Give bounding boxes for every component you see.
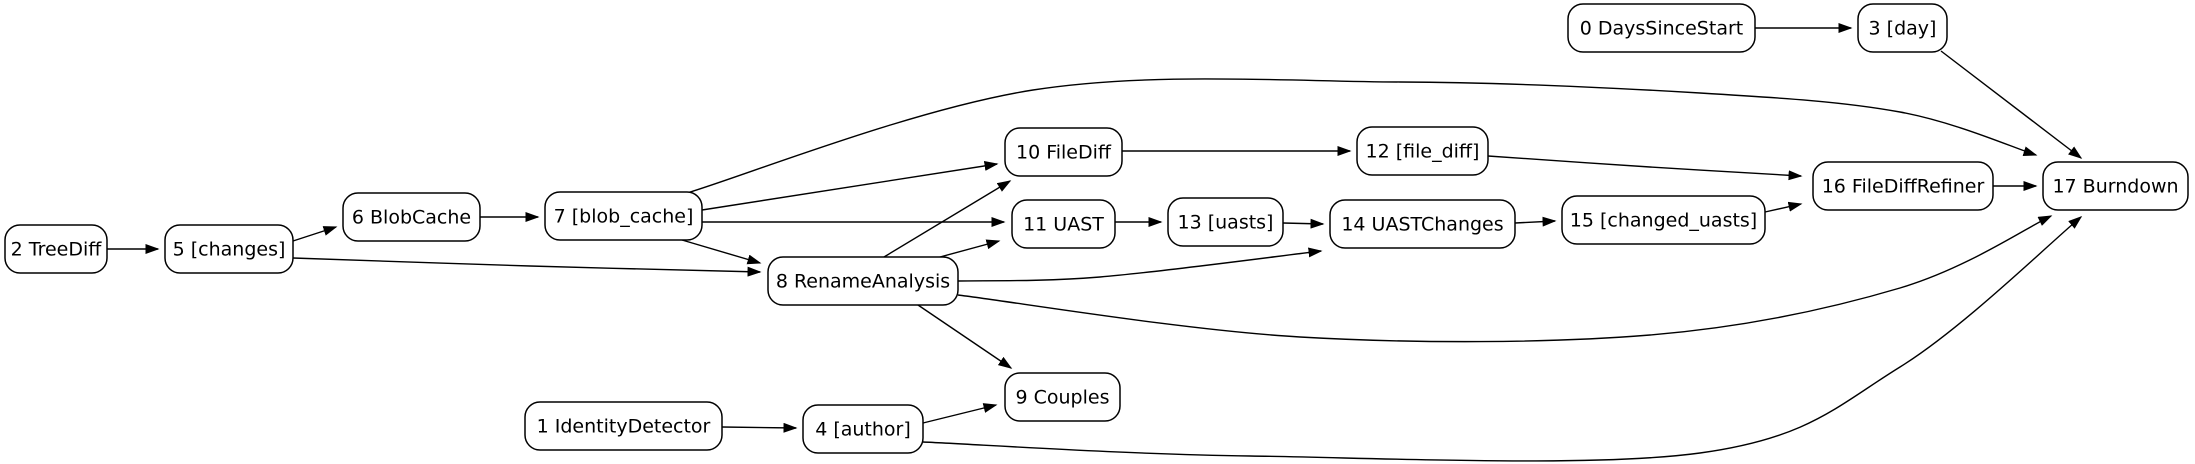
graph-node-box xyxy=(1004,127,1123,177)
graph-node-7: 7 [blob_cache] xyxy=(544,191,703,241)
graph-node-box xyxy=(4,224,108,274)
graph-node-label: 7 [blob_cache] xyxy=(554,206,694,228)
graph-node-label: 14 UASTChanges xyxy=(1341,214,1503,236)
graph-node-label: 16 FileDiffRefiner xyxy=(1822,176,1985,198)
edge-4-17 xyxy=(922,216,2083,462)
graph-node-label: 15 [changed_uasts] xyxy=(1570,210,1757,232)
graph-node-label: 11 UAST xyxy=(1023,214,1104,236)
graph-node-box xyxy=(1812,161,1994,211)
graph-node-box xyxy=(1857,3,1948,53)
graph-node-label: 8 RenameAnalysis xyxy=(776,271,950,293)
graph-node-12: 12 [file_diff] xyxy=(1356,126,1489,176)
graph-node-1: 1 IdentityDetector xyxy=(524,401,723,451)
graph-node-box xyxy=(1329,199,1516,249)
graph-node-box xyxy=(342,192,481,242)
edge-8-11 xyxy=(939,239,1001,258)
graph-node-box xyxy=(1561,195,1766,245)
graph-node-box xyxy=(767,256,959,306)
graph-node-4: 4 [author] xyxy=(802,404,924,454)
graph-node-label: 10 FileDiff xyxy=(1016,142,1112,164)
graph-node-label: 9 Couples xyxy=(1016,387,1110,409)
graph-node-box xyxy=(544,191,703,241)
graph-node-label: 5 [changes] xyxy=(173,239,286,261)
graph-node-3: 3 [day] xyxy=(1857,3,1948,53)
graph-node-label: 2 TreeDiff xyxy=(11,239,103,261)
edge-3-17 xyxy=(1940,50,2083,159)
edge-15-16 xyxy=(1764,201,1803,213)
edge-5-8 xyxy=(292,257,762,277)
graph-node-label: 3 [day] xyxy=(1869,18,1937,40)
graph-node-0: 0 DaysSinceStart xyxy=(1567,3,1756,53)
graph-node-box xyxy=(1004,372,1121,422)
edge-8-9 xyxy=(917,304,1013,369)
graph-node-5: 5 [changes] xyxy=(164,224,294,274)
edge-13-14 xyxy=(1282,218,1325,229)
edge-8-10 xyxy=(883,180,1012,258)
graph-node-label: 17 Burndown xyxy=(2052,176,2178,198)
nodes-layer: 0 DaysSinceStart 3 [day] 2 TreeDiff 5 [chan… xyxy=(4,3,2189,454)
graph-node-box xyxy=(2042,161,2189,211)
edge-7-10 xyxy=(701,160,999,211)
graph-node-16: 16 FileDiffRefiner xyxy=(1812,161,1994,211)
edge-7-8 xyxy=(681,239,762,265)
graph-node-box xyxy=(1011,199,1116,249)
graph-node-6: 6 BlobCache xyxy=(342,192,481,242)
graph-node-11: 11 UAST xyxy=(1011,199,1116,249)
edge-8-14 xyxy=(957,247,1323,282)
edge-4-9 xyxy=(922,403,998,424)
graph-node-box xyxy=(1356,126,1489,176)
edge-1-4 xyxy=(721,422,798,433)
graph-node-15: 15 [changed_uasts] xyxy=(1561,195,1766,245)
graph-node-13: 13 [uasts] xyxy=(1167,197,1284,247)
graph-node-2: 2 TreeDiff xyxy=(4,224,108,274)
edge-14-15 xyxy=(1514,216,1557,227)
edges-layer xyxy=(107,23,2083,462)
edge-7-17 xyxy=(686,78,2038,194)
graph-node-label: 1 IdentityDetector xyxy=(537,416,711,438)
graph-node-box xyxy=(802,404,924,454)
graph-node-9: 9 Couples xyxy=(1004,372,1121,422)
edge-5-6 xyxy=(292,226,338,242)
graph-node-box xyxy=(164,224,294,274)
graph-node-box xyxy=(1167,197,1284,247)
graph-node-label: 13 [uasts] xyxy=(1178,212,1274,234)
graph-node-label: 0 DaysSinceStart xyxy=(1580,18,1743,40)
graph-node-8: 8 RenameAnalysis xyxy=(767,256,959,306)
graph-node-14: 14 UASTChanges xyxy=(1329,199,1516,249)
graph-node-10: 10 FileDiff xyxy=(1004,127,1123,177)
graph-node-box xyxy=(524,401,723,451)
graph-node-label: 12 [file_diff] xyxy=(1366,141,1480,163)
graph-node-label: 4 [author] xyxy=(815,419,911,441)
graph-node-17: 17 Burndown xyxy=(2042,161,2189,211)
edge-8-17 xyxy=(957,215,2053,343)
graph-node-label: 6 BlobCache xyxy=(352,207,471,229)
graph-node-box xyxy=(1567,3,1756,53)
edge-12-16 xyxy=(1487,155,1803,181)
